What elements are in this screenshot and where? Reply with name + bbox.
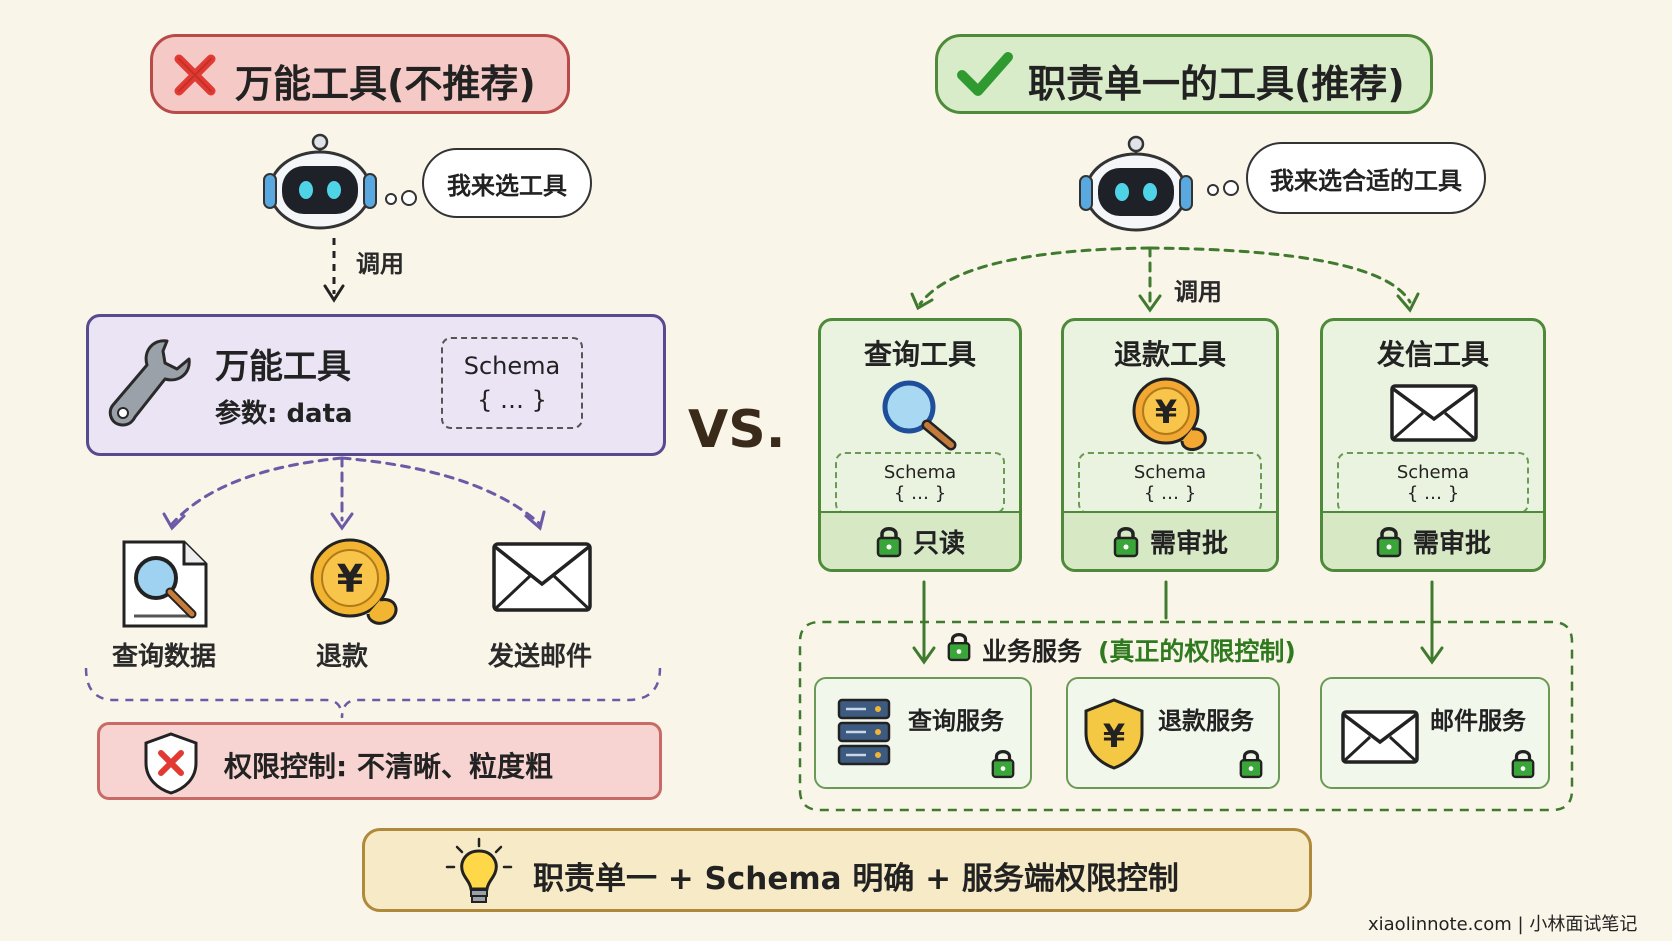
thought-dots-icon-right: [1207, 180, 1239, 196]
tool-schema-box: Schema { … }: [1337, 452, 1529, 514]
envelope-icon: [492, 542, 592, 612]
tool-permission-row: 需审批: [1064, 511, 1276, 569]
wrench-icon: [108, 339, 191, 427]
tool-card-title: 退款工具: [1113, 338, 1226, 371]
lock-icon: [1239, 750, 1263, 779]
red-x-icon: [174, 54, 216, 96]
service-label: 退款服务: [1158, 707, 1254, 735]
action-label-email: 发送邮件: [488, 642, 593, 672]
thought-dots-icon: [385, 190, 417, 206]
service-card-refund: ¥ 退款服务: [1066, 677, 1280, 789]
footer-credit: xiaolinnote.com | 小林面试笔记: [1368, 914, 1638, 935]
service-card-email: 邮件服务: [1320, 677, 1550, 789]
omni-schema-body: { … }: [477, 386, 547, 414]
tool-permission-text: 需审批: [1412, 528, 1491, 559]
omni-tool-card: 万能工具 参数: data Schema { … }: [86, 314, 666, 456]
business-services-label: 业务服务: [982, 637, 1083, 666]
shield-x-icon: [144, 732, 198, 795]
left-permission-text: 权限控制: 不清晰、粒度粗: [224, 750, 553, 783]
lock-icon: [876, 527, 902, 558]
business-services-note: (真正的权限控制): [1098, 637, 1296, 666]
tool-card-title: 查询工具: [863, 338, 976, 371]
search-document-icon: [122, 540, 208, 628]
service-card-query: 查询服务: [814, 677, 1032, 789]
tool-card-query: 查询工具 Schema { … } 只读: [818, 318, 1022, 572]
tool-permission-text: 需审批: [1149, 528, 1228, 559]
lock-icon: [991, 750, 1015, 779]
svg-text:¥: ¥: [1103, 717, 1125, 755]
left-thought-text: 我来选工具: [447, 171, 567, 200]
omni-schema-box: Schema { … }: [441, 337, 583, 429]
left-header-title: 万能工具(不推荐): [235, 62, 536, 106]
right-call-label: 调用: [1174, 278, 1222, 306]
robot-icon-right: [1079, 135, 1193, 232]
tool-permission-text: 只读: [912, 528, 965, 559]
tool-schema-body: { … }: [1406, 483, 1460, 504]
lightbulb-icon: [445, 837, 513, 903]
summary-bar: 职责单一 + Schema 明确 + 服务端权限控制: [362, 828, 1312, 912]
omni-tool-name: 万能工具: [215, 347, 351, 387]
action-label-refund: 退款: [316, 642, 369, 672]
tool-schema-title: Schema: [1133, 462, 1207, 483]
tool-permission-row: 只读: [821, 511, 1019, 569]
left-permission-box: 权限控制: 不清晰、粒度粗: [97, 722, 662, 800]
green-check-icon: [957, 52, 1013, 96]
tool-schema-body: { … }: [1143, 483, 1197, 504]
envelope-icon: [1341, 710, 1419, 764]
tool-schema-title: Schema: [1396, 462, 1470, 483]
right-thought-bubble: 我来选合适的工具: [1246, 142, 1486, 214]
lock-icon: [1376, 527, 1402, 558]
right-header-title: 职责单一的工具(推荐): [1028, 62, 1405, 106]
left-call-label: 调用: [356, 250, 404, 278]
tool-schema-title: Schema: [883, 462, 957, 483]
tool-permission-row: 需审批: [1323, 511, 1543, 569]
right-header-pill: 职责单一的工具(推荐): [935, 34, 1433, 114]
svg-text:¥: ¥: [337, 557, 363, 601]
yen-coin-icon: ¥: [310, 538, 398, 625]
tool-card-title: 发信工具: [1376, 338, 1489, 371]
server-icon: [837, 698, 891, 766]
left-call-arrow: [323, 238, 345, 303]
robot-icon: [263, 133, 377, 230]
business-lock-icon: [947, 633, 971, 662]
service-label: 邮件服务: [1430, 707, 1526, 735]
left-header-pill: 万能工具(不推荐): [150, 34, 570, 114]
action-label-query: 查询数据: [112, 642, 217, 672]
omni-tool-param: 参数: data: [215, 399, 353, 429]
left-thought-bubble: 我来选工具: [422, 148, 592, 218]
tool-schema-box: Schema { … }: [1078, 452, 1262, 514]
lock-icon: [1511, 750, 1535, 779]
yen-shield-icon: ¥: [1084, 698, 1144, 770]
lock-icon: [1113, 527, 1139, 558]
tool-card-email: 发信工具 Schema { … } 需审批: [1320, 318, 1546, 572]
magnifier-icon: [882, 380, 957, 451]
tool-card-refund: 退款工具 ¥ Schema { … } 需审批: [1061, 318, 1279, 572]
summary-text: 职责单一 + Schema 明确 + 服务端权限控制: [533, 861, 1179, 897]
svg-text:¥: ¥: [1155, 393, 1177, 431]
tool-schema-box: Schema { … }: [835, 452, 1005, 514]
omni-schema-title: Schema: [463, 352, 561, 380]
service-label: 查询服务: [908, 707, 1004, 735]
vs-label: VS.: [688, 400, 786, 460]
right-thought-text: 我来选合适的工具: [1270, 166, 1462, 195]
tool-schema-body: { … }: [893, 483, 947, 504]
yen-coin-icon: ¥: [1132, 377, 1207, 451]
envelope-icon: [1390, 384, 1478, 442]
